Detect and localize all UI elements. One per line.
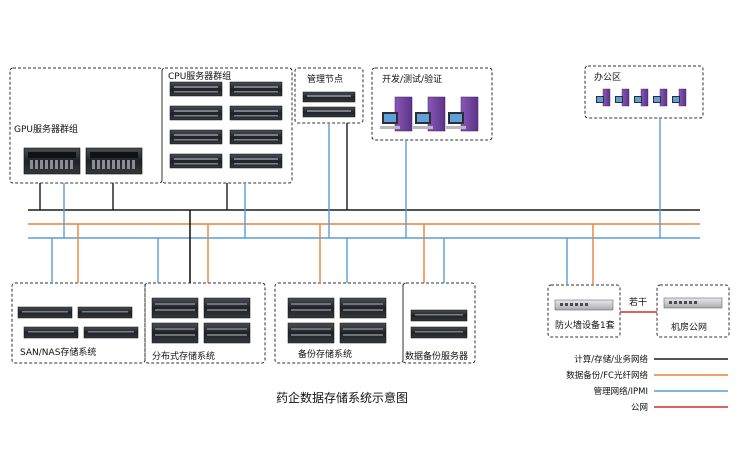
diagram-title: 药企数据存储系统示意图	[276, 390, 408, 405]
dev-group-label: 开发/测试/验证	[382, 73, 442, 85]
legend: 计算/存储/业务网络 数据备份/FC光纤网络 管理网络/IPMI 公网	[566, 354, 728, 413]
dev-group-box	[371, 67, 493, 141]
cpu-group-box	[161, 67, 293, 184]
workstation-icon	[380, 96, 413, 132]
firewall-icon	[554, 299, 614, 311]
datacenter-box	[656, 284, 730, 338]
cpu-group-label: CPU服务器群组	[168, 70, 231, 82]
mgmt-group-label: 管理节点	[307, 73, 343, 85]
management-server-icon	[302, 91, 356, 118]
backup-group-box	[274, 282, 404, 364]
san-storage-icon	[17, 306, 139, 339]
legend-label-public: 公网	[631, 403, 648, 413]
gpu-server-icon	[85, 147, 143, 175]
san-group-label: SAN/NAS存储系统	[20, 346, 96, 358]
bottom-connectors	[51, 210, 594, 285]
backup-group-label: 备份存储系统	[298, 348, 352, 360]
office-monitor-screen	[597, 97, 679, 102]
gpu-server-icon	[23, 147, 81, 175]
backup-storage-icon	[287, 297, 387, 344]
dist-group-label: 分布式存储系统	[152, 350, 215, 362]
legend-label-backup: 数据备份/FC光纤网络	[566, 370, 648, 381]
backup-server-group-box	[402, 282, 476, 364]
switch-icon	[663, 297, 723, 309]
workstation-icon	[413, 96, 446, 132]
link-count-label: 若干	[629, 296, 647, 308]
firewall-label: 防火墙设备1套	[555, 319, 615, 331]
gpu-group-label: GPU服务器群组	[14, 123, 78, 135]
datacenter-label: 机房公网	[671, 321, 707, 333]
cpu-server-rack-icon	[169, 81, 283, 169]
backup-server-icon	[410, 309, 468, 339]
office-group-label: 办公区	[594, 71, 621, 83]
dist-group-box	[144, 282, 266, 364]
firewall-box	[547, 284, 621, 338]
backup-server-group-label: 数据备份服务器	[405, 350, 468, 362]
legend-label-management: 管理网络/IPMI	[594, 386, 648, 397]
office-group-box	[584, 65, 704, 119]
top-connectors	[39, 118, 661, 238]
legend-label-compute: 计算/存储/业务网络	[574, 354, 648, 365]
workstation-icon	[446, 96, 479, 132]
distributed-storage-icon	[151, 297, 251, 344]
